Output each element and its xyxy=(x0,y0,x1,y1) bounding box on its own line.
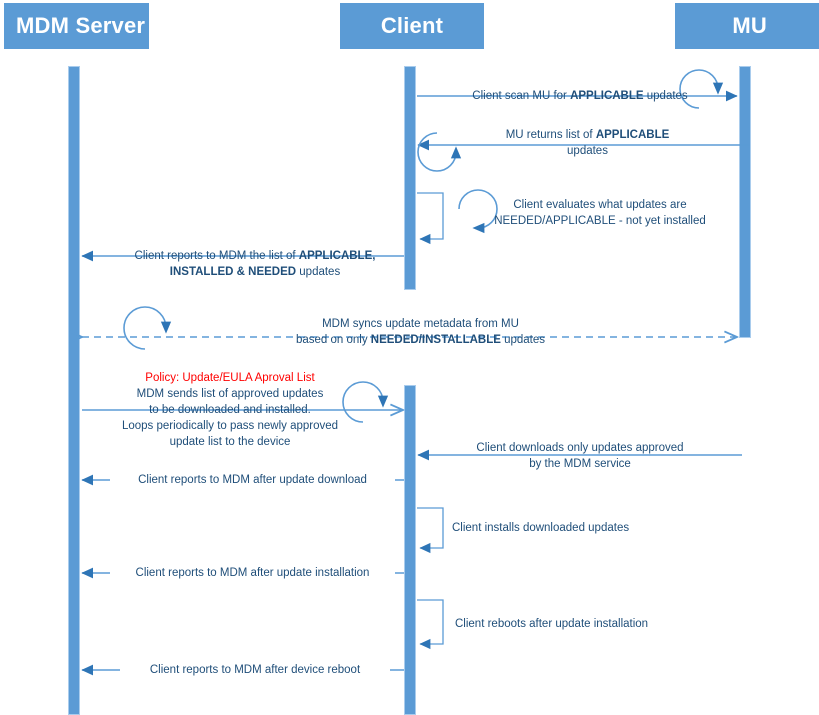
participant-label-mdm-server: MDM Server xyxy=(16,13,146,38)
participant-label-client: Client xyxy=(380,13,444,38)
message-arrow-client-evaluates xyxy=(417,189,498,245)
message-arrow-client-installs-updates xyxy=(417,507,444,554)
participant-header-mdm-server[interactable]: MDM Server xyxy=(4,3,149,49)
lifeline-mu xyxy=(739,66,751,338)
participant-header-client[interactable]: Client xyxy=(340,3,484,49)
message-arrow-mu-returns-applicable xyxy=(417,132,750,172)
message-arrow-client-reboots xyxy=(417,599,444,650)
participant-label-mu: MU xyxy=(732,13,767,38)
lifeline-client-segment-1 xyxy=(404,66,416,290)
message-arrow-client-scan-mu xyxy=(417,69,738,109)
participant-header-mu[interactable]: MU xyxy=(675,3,819,49)
message-arrow-mdm-syncs-metadata xyxy=(82,306,737,350)
message-arrow-mdm-sends-approved-list xyxy=(82,381,403,423)
